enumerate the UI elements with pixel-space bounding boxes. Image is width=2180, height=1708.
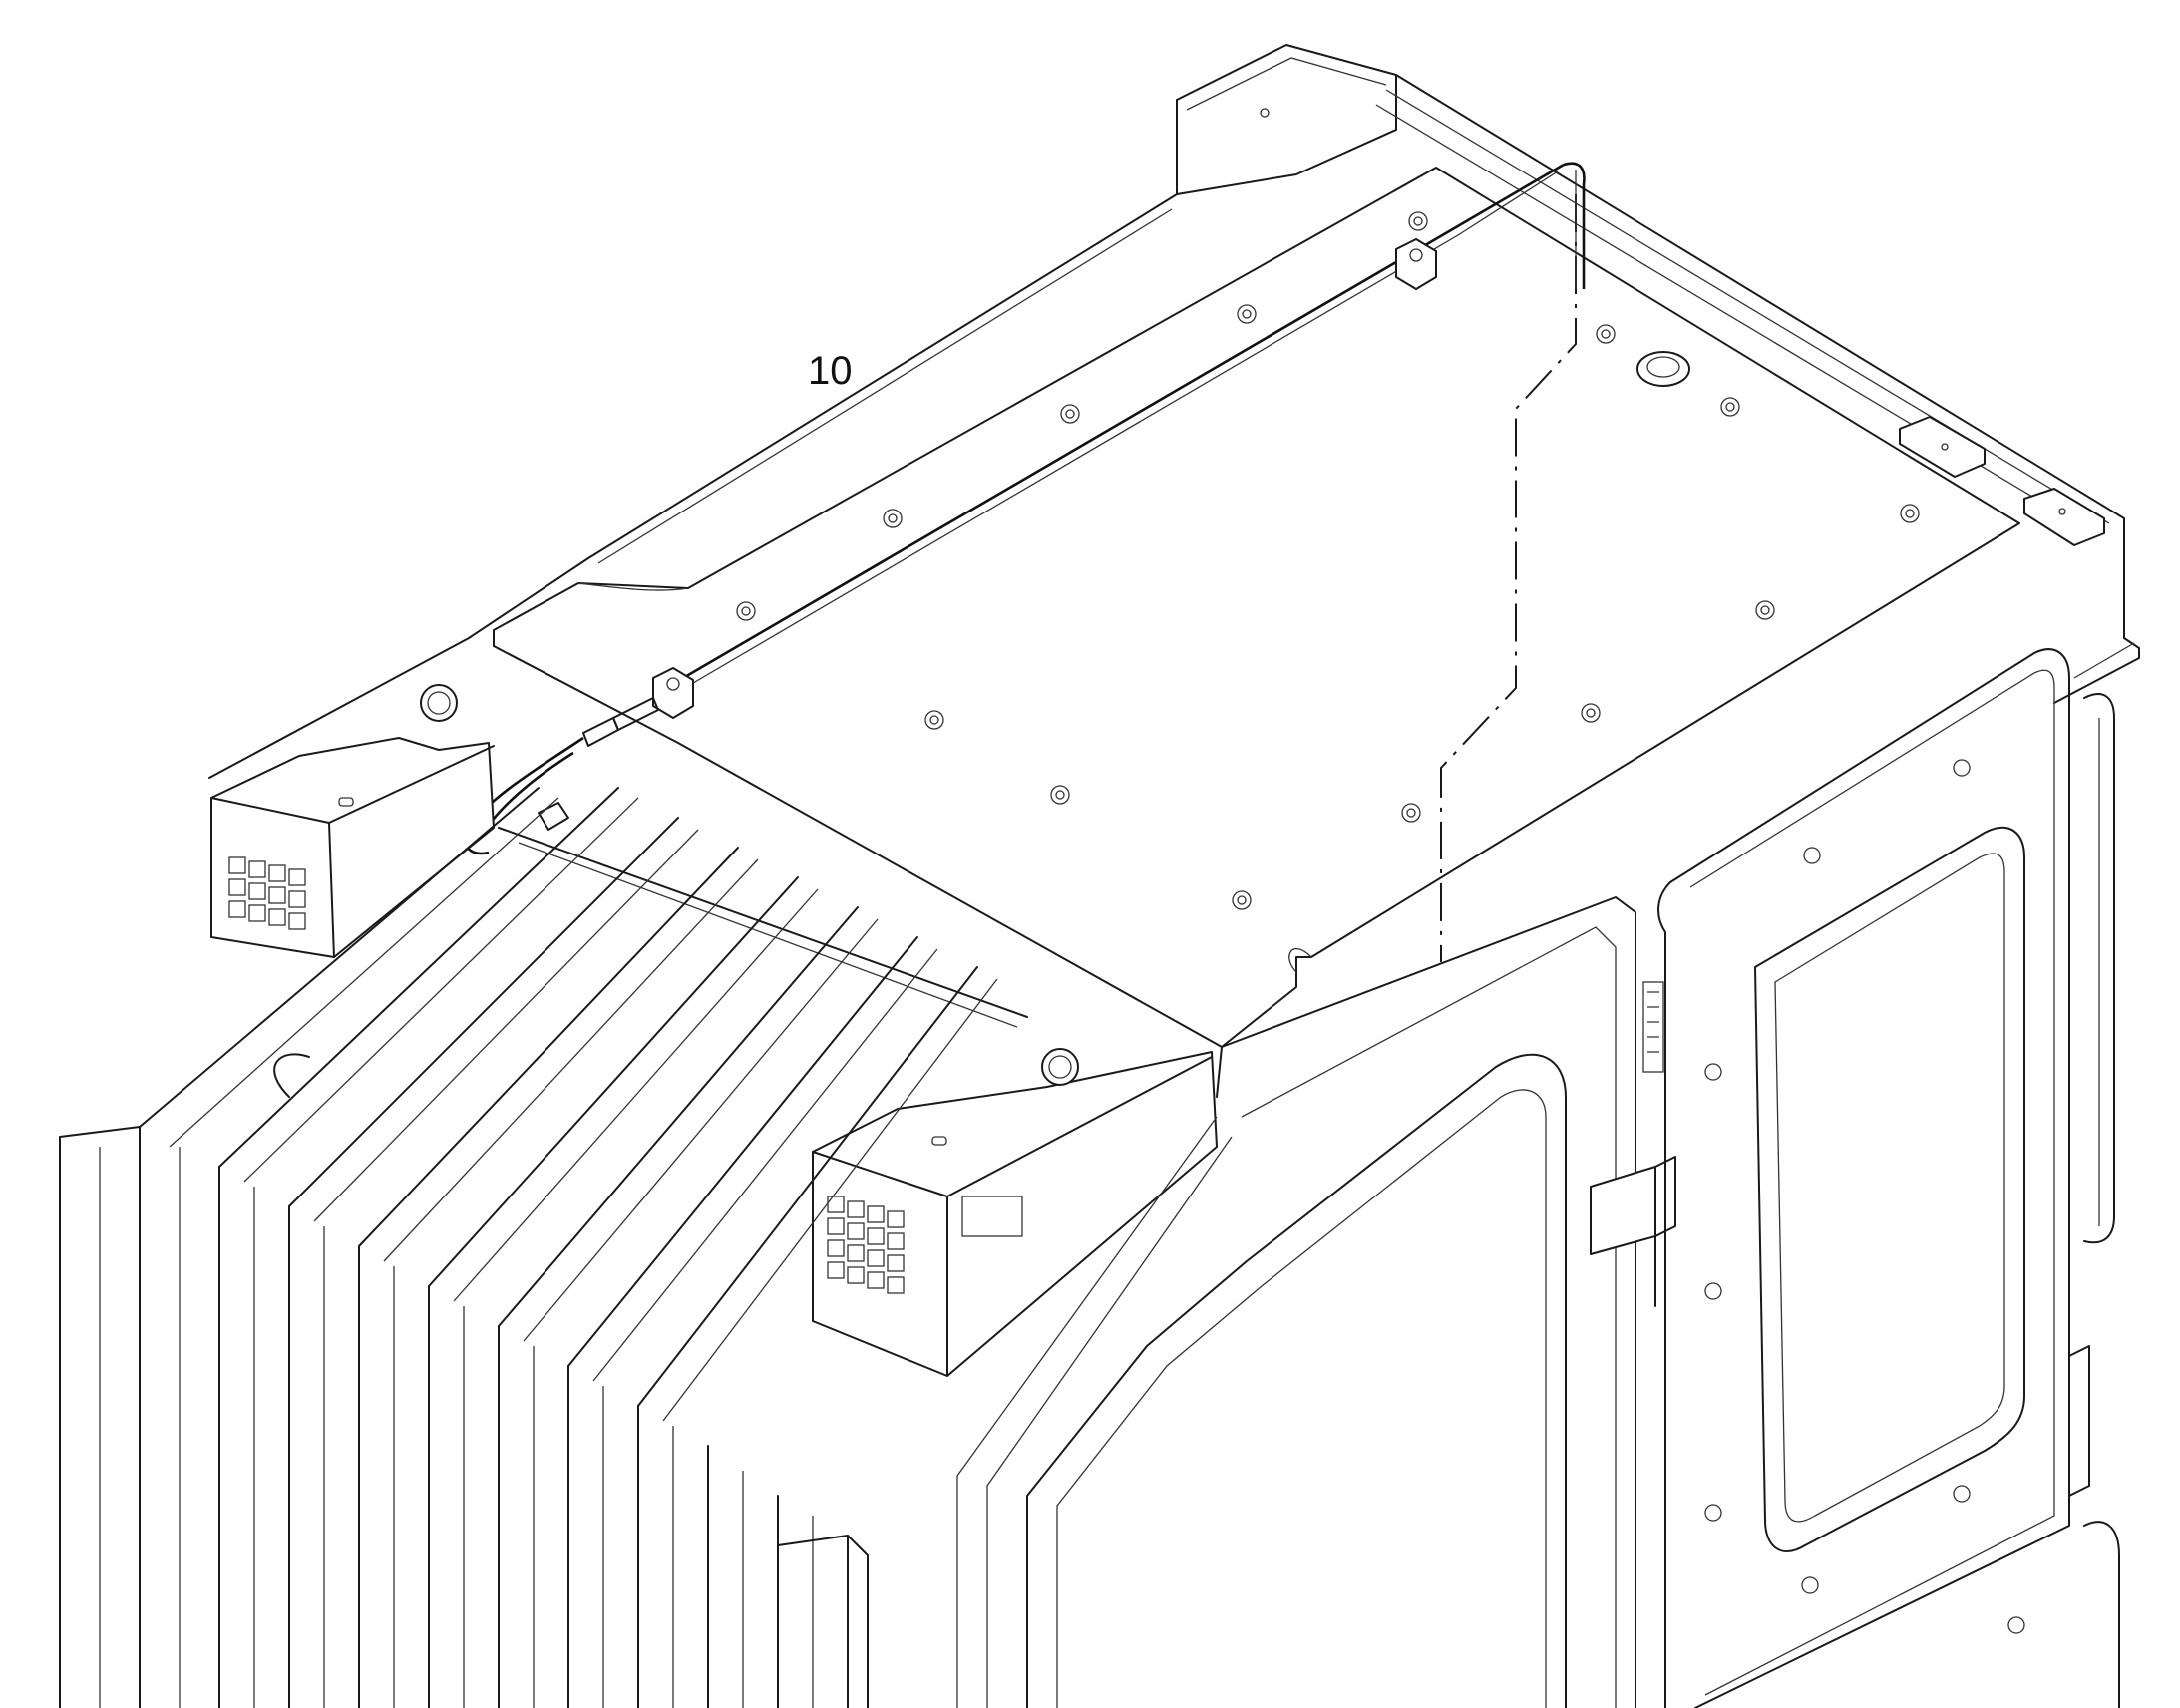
plate-bolts: [736, 211, 1920, 910]
washer-tube: [463, 162, 1586, 855]
top-cover-plate: [493, 167, 2020, 1048]
rear-pads: [1899, 416, 2105, 546]
light-grille-left: [228, 856, 306, 930]
side-door: [1590, 648, 2120, 1708]
left-work-light: [210, 684, 495, 958]
windshield-guard: [59, 787, 1028, 1708]
front-window-frame: [956, 896, 1636, 1708]
roof-body: [208, 193, 2140, 779]
callout-10: 10: [808, 349, 853, 393]
door-bolts: [1704, 759, 2025, 1634]
right-work-light: [812, 1048, 1218, 1377]
light-grille-right: [827, 1196, 905, 1294]
